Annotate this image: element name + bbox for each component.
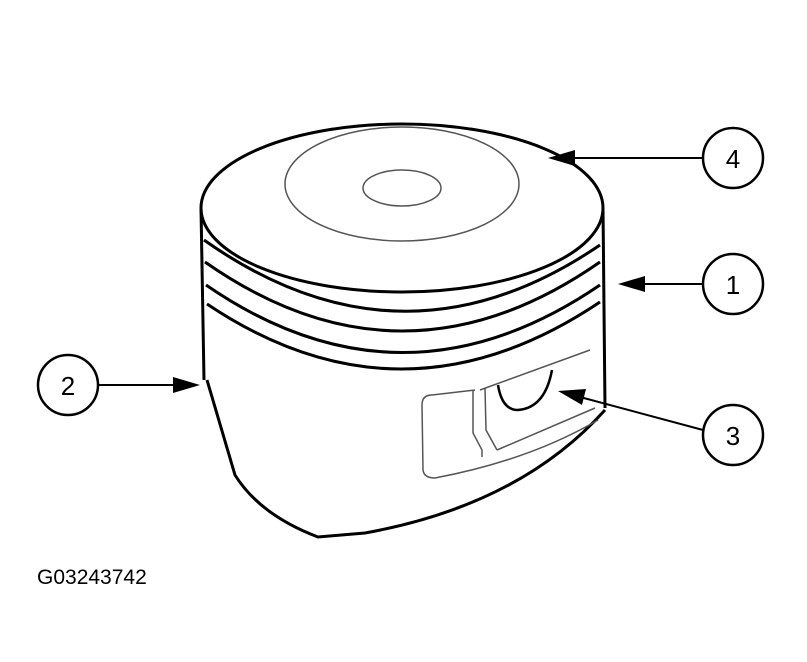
- ring-groove-4: [206, 300, 601, 371]
- piston-skirt: [205, 379, 607, 539]
- callout-number: 2: [61, 371, 75, 401]
- arrow-head-icon: [618, 276, 645, 292]
- callout-3: 3: [558, 389, 765, 467]
- callout-2: 2: [36, 353, 200, 417]
- ring-groove-2: [204, 260, 601, 333]
- piston-right-side: [601, 207, 607, 409]
- callout-4: 4: [548, 126, 765, 190]
- piston-pin-bore: [496, 369, 554, 412]
- ring-groove-1: [203, 238, 601, 313]
- crown-center-recess: [362, 169, 442, 207]
- callout-number: 1: [726, 270, 740, 300]
- pin-boss-window: [421, 394, 599, 479]
- callout-number: 3: [726, 421, 740, 451]
- piston-crown: [199, 122, 605, 294]
- ring-groove-3: [205, 283, 601, 354]
- piston-left-side: [199, 207, 206, 381]
- callout-number: 4: [726, 144, 740, 174]
- figure-code: G03243742: [37, 566, 147, 589]
- arrow-head-icon: [548, 150, 575, 166]
- arrow-head-icon: [173, 377, 200, 393]
- arrow-head-icon: [558, 389, 586, 405]
- crown-outer-ring: [284, 126, 520, 242]
- callout-1: 1: [618, 252, 765, 316]
- pin-boss-detail: [431, 349, 596, 457]
- piston-drawing: [199, 122, 607, 539]
